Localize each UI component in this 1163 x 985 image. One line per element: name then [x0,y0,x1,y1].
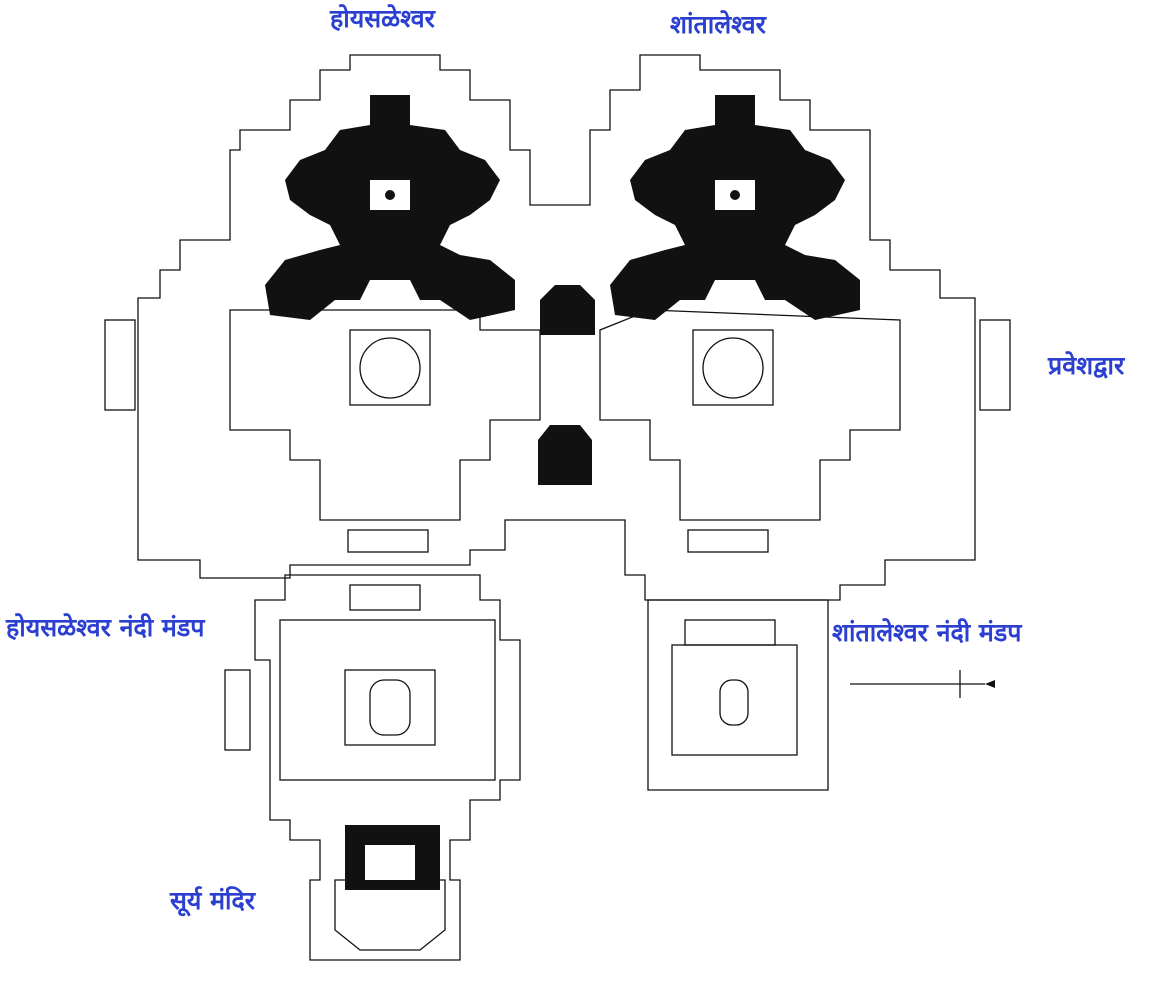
label-shantaleshwara: शांतालेश्वर [670,10,766,39]
hoysaleshwara-nandi-plinth [254,574,521,961]
label-entrance: प्रवेशद्वार [1048,351,1125,380]
hoysaleshwara-hall [229,309,541,521]
surya-temple-outline [334,879,446,951]
label-surya-temple: सूर्य मंदिर [170,886,256,915]
shantaleshwara-hall [599,309,901,521]
label-shantaleshwara-nandi-mandapa: शांतालेश्वर नंदी मंडप [832,618,1022,647]
label-hoysaleshwara-nandi-mandapa: होयसळेश्वर नंदी मंडप [6,613,205,642]
label-hoysaleshwara: होयसळेश्वर [330,4,435,33]
shantaleshwara-nandi-plinth [647,599,829,791]
hoysaleshwara-nandi-inner [279,619,496,781]
outer-plinth-outline [137,54,976,601]
